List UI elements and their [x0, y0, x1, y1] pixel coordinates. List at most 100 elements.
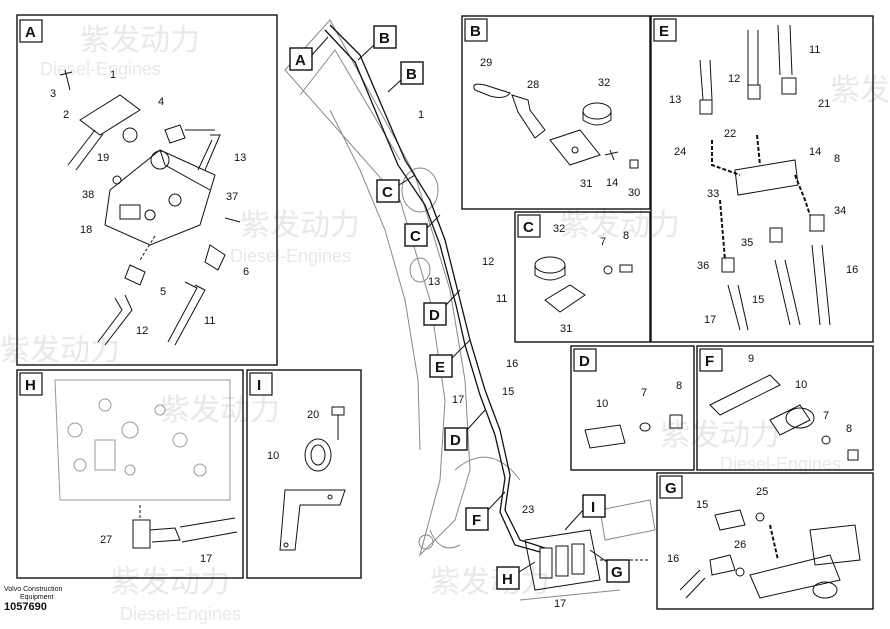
part-number-label: H: [25, 377, 36, 394]
part-number-label: 13: [234, 152, 246, 164]
part-number-label: Diesel-Engines: [120, 604, 241, 624]
part-number-label: 7: [641, 387, 647, 399]
part-number-label: 8: [623, 230, 629, 242]
part-number-label: B: [406, 66, 417, 83]
part-number-label: Diesel-Engines: [720, 454, 841, 474]
callout-d2: D: [444, 409, 486, 451]
part-number-label: 16: [667, 553, 679, 565]
part-number-label: D: [579, 353, 590, 370]
part-number-label: 紫发动力: [560, 209, 680, 242]
part-number-label: 9: [748, 353, 754, 365]
panel-d: D 10 7 8: [570, 345, 695, 471]
part-number-label: D: [429, 307, 440, 324]
part-number-label: 10: [267, 450, 279, 462]
callout-b1: B: [357, 25, 397, 61]
part-number-label: 14: [606, 177, 618, 189]
part-number-label: C: [523, 219, 534, 236]
part-number-label: 1: [110, 69, 116, 81]
part-number-label: 紫发动力: [110, 566, 230, 599]
part-number-label: 11: [204, 315, 215, 327]
part-number-label: 26: [734, 539, 746, 551]
panel-a-title: A: [25, 24, 36, 41]
callout-b2: B: [387, 61, 424, 93]
part-number-label: H: [502, 571, 513, 588]
part-number-label: 17: [554, 598, 566, 610]
part-number-label: 2: [63, 109, 69, 121]
panel-b: B 29 28 30 31 32 14: [461, 15, 651, 210]
callout-f: F: [465, 491, 506, 531]
panel-a-title-box: [19, 19, 43, 43]
part-number-label: 34: [834, 205, 846, 217]
callout-c2: C: [404, 214, 441, 247]
part-number-label: 21: [818, 98, 830, 110]
part-number-label: 17: [704, 314, 716, 326]
part-number-label: 4: [158, 96, 164, 108]
part-number-label: 29: [480, 57, 492, 69]
part-number-label: 31: [580, 178, 592, 190]
part-number-label: 37: [226, 191, 238, 203]
part-number-label: 18: [80, 224, 92, 236]
callout-d1: D: [423, 289, 461, 326]
part-number-label: C: [410, 228, 421, 245]
part-number-label: E: [435, 359, 445, 376]
part-number-label: 15: [696, 499, 708, 511]
part-number-label: G: [665, 480, 677, 497]
part-number-label: D: [450, 432, 461, 449]
part-number-label: 38: [82, 189, 94, 201]
part-number-label: A: [295, 52, 306, 69]
part-number-label: C: [382, 184, 393, 201]
part-number-label: 24: [674, 146, 686, 158]
main-callouts: A B B C C D E: [289, 25, 630, 590]
part-number-label: B: [470, 23, 481, 40]
part-number-label: 32: [598, 77, 610, 89]
part-number-label: 15: [752, 294, 764, 306]
part-number-label: 36: [697, 260, 709, 272]
panel-e: E 11 12 13 21 22 24 14 8 33 34: [650, 15, 874, 343]
part-number-label: 紫发动力: [660, 419, 780, 452]
part-number-label: 16: [506, 358, 518, 370]
part-number-label: 3: [50, 88, 56, 100]
part-number-label: 32: [553, 223, 565, 235]
part-number-label: 紫发动力: [830, 74, 890, 107]
part-number-label: 30: [628, 187, 640, 199]
panel-a: A: [16, 14, 278, 366]
panel-c: C 32 7 8 31: [514, 211, 651, 343]
part-number-label: 16: [846, 264, 858, 276]
footer-company-line-1: Volvo Construction: [4, 586, 63, 593]
part-number-label: 紫发动力: [430, 566, 550, 599]
part-number-label: I: [591, 499, 595, 516]
footer-company-line-2: Equipment: [20, 594, 54, 601]
part-number-label: 紫发动力: [240, 209, 360, 242]
part-number-label: 17: [200, 553, 212, 565]
part-number-label: Diesel-Engines: [230, 246, 351, 266]
footer-part-number: 1057690: [4, 601, 47, 613]
part-number-label: 8: [676, 380, 682, 392]
part-number-label: F: [472, 512, 481, 529]
part-number-label: Diesel-Engines: [40, 59, 161, 79]
part-number-label: 22: [724, 128, 736, 140]
part-number-label: 31: [560, 323, 572, 335]
part-number-label: 35: [741, 237, 753, 249]
part-number-label: 11: [809, 44, 820, 56]
part-number-label: 14: [809, 146, 821, 158]
part-number-label: 8: [846, 423, 852, 435]
part-number-label: 5: [160, 286, 166, 298]
part-number-label: 12: [136, 325, 148, 337]
part-number-label: 33: [707, 188, 719, 200]
part-number-label: E: [659, 23, 669, 40]
part-number-label: 10: [795, 379, 807, 391]
part-number-label: 7: [823, 410, 829, 422]
part-number-label: B: [379, 30, 390, 47]
part-number-label: 10: [596, 398, 608, 410]
part-number-label: 17: [452, 394, 464, 406]
part-number-label: 紫发动力: [160, 394, 280, 427]
part-number-label: 6: [243, 266, 249, 278]
part-number-label: 23: [522, 504, 534, 516]
callout-h: H: [496, 561, 536, 590]
part-number-label: I: [257, 377, 261, 394]
part-number-label: 8: [834, 153, 840, 165]
part-number-label: 11: [496, 293, 507, 305]
panel-i: I 20 10: [246, 369, 362, 579]
panel-g: G 15 25 16 26: [656, 472, 874, 610]
